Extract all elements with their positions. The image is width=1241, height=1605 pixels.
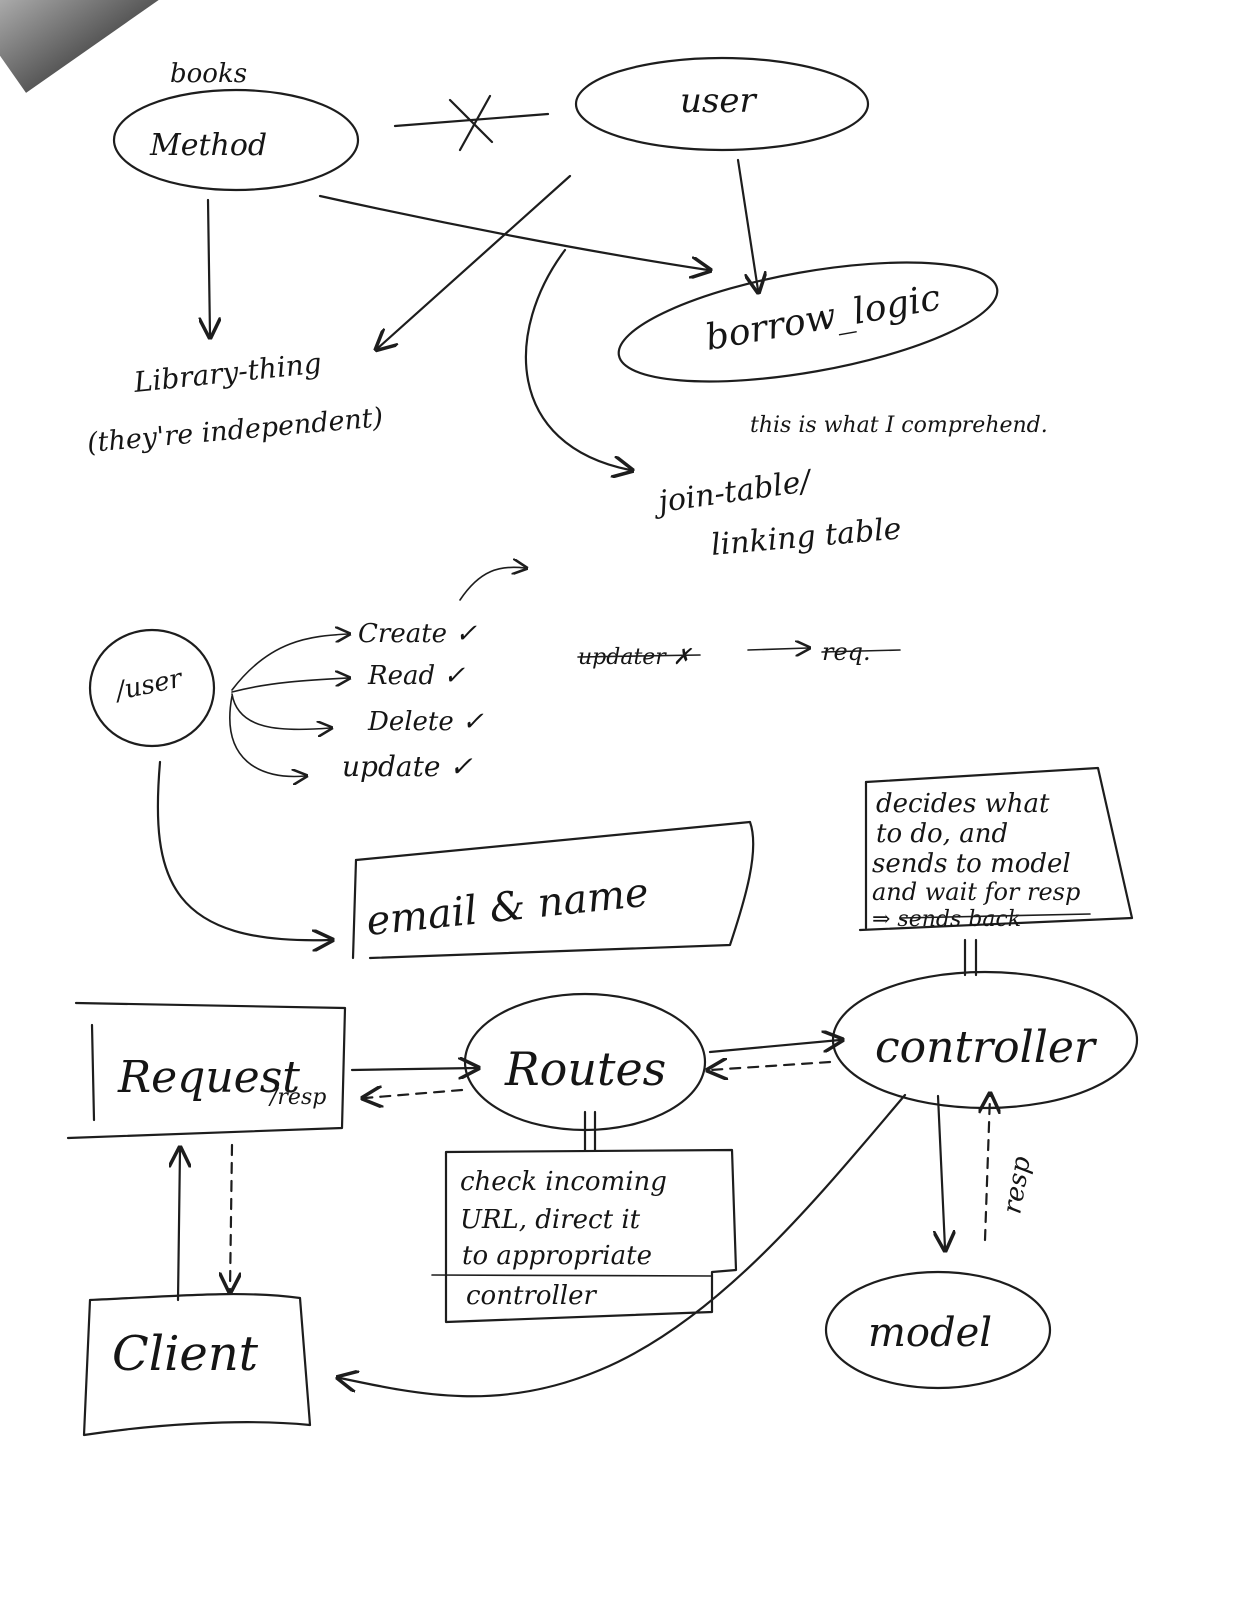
method-to-library-arrow (208, 198, 210, 335)
create-extra-arrow (459, 567, 525, 601)
crud-user-label: /user (110, 663, 186, 707)
update-branch (229, 695, 305, 776)
independent-note: (they're independent) (86, 402, 384, 459)
method-to-borrow-arrow (318, 194, 708, 270)
routes-note-line: to appropriate (462, 1241, 652, 1271)
books-label: books (170, 59, 247, 89)
user-label: user (680, 81, 757, 121)
routes-to-controller-arrow (708, 1040, 840, 1054)
to-join-table-arrow (524, 248, 630, 470)
controller-note-line: to do, and (876, 819, 1008, 849)
model-label: model (868, 1310, 992, 1356)
routes-note-box (444, 1148, 738, 1324)
request-to-client-arrow (230, 1143, 232, 1290)
update-arrow (747, 648, 808, 650)
client-to-request-arrow (178, 1150, 180, 1302)
model-node (824, 1270, 1052, 1390)
controller-note-line: sends to model (872, 849, 1071, 879)
controller-to-model-arrow (938, 1094, 945, 1248)
linking-table-label: linking table (710, 511, 903, 562)
update-note-strike (577, 654, 701, 658)
delete-branch (231, 693, 330, 729)
crud-op-update: update ✓ (342, 750, 473, 783)
controller-note-line: ⇒ sends back (872, 907, 1021, 932)
request-label: Request (117, 1052, 300, 1103)
user-node (574, 56, 870, 152)
routes-note-divider (431, 1274, 713, 1277)
crud-op-read: Read ✓ (367, 661, 465, 691)
user-to-borrow-arrow (736, 158, 758, 290)
email-box-edge (351, 858, 358, 960)
model-to-controller-arrow (985, 1096, 990, 1242)
user-to-library-arrow (378, 174, 572, 348)
method-label: Method (149, 128, 267, 163)
user-to-email-arrow (156, 760, 330, 940)
crud-user-node (88, 628, 216, 748)
controller-note-line: and wait for resp (872, 878, 1080, 906)
read-branch (231, 678, 348, 693)
library-thing-label: Library-thing (131, 346, 323, 399)
routes-label: Routes (504, 1042, 666, 1096)
method-node (112, 88, 360, 192)
update-note: updater ✗ (578, 645, 693, 670)
controller-label: controller (875, 1022, 1098, 1073)
update-target-strike (821, 649, 901, 653)
cross-mark (458, 94, 492, 152)
routes-note-line: URL, direct it (460, 1205, 641, 1235)
controller-note-box (858, 766, 1134, 932)
borrow-logic-node (617, 261, 999, 383)
routes-note-line: check incoming (460, 1167, 667, 1197)
resp-arrow-label: resp (997, 1154, 1037, 1216)
resp-label: /resp (268, 1085, 326, 1110)
request-box-edge (90, 1023, 96, 1122)
comprehend-note: this is what I comprehend. (750, 413, 1048, 438)
create-branch (231, 634, 348, 691)
borrow-logic-label: borrow_logic (702, 277, 943, 359)
client-label: Client (112, 1326, 259, 1382)
crud-op-create: Create ✓ (358, 619, 477, 649)
controller-note-strike (899, 913, 1091, 919)
email-box-label: email & name (364, 870, 651, 945)
client-box (82, 1292, 312, 1437)
controller-note-line: decides what (876, 789, 1050, 819)
request-box (66, 1001, 347, 1140)
join-table-label: join-table/ (650, 464, 815, 521)
routes-to-request-arrow (365, 1090, 464, 1098)
routes-note-line: controller (466, 1281, 598, 1311)
controller-to-client-arrow (340, 1093, 907, 1398)
request-to-routes-arrow (350, 1068, 476, 1070)
controller-to-routes-arrow (710, 1062, 832, 1070)
cross-mark (448, 98, 494, 144)
email-box (354, 820, 755, 960)
crud-op-delete: Delete ✓ (367, 707, 484, 737)
